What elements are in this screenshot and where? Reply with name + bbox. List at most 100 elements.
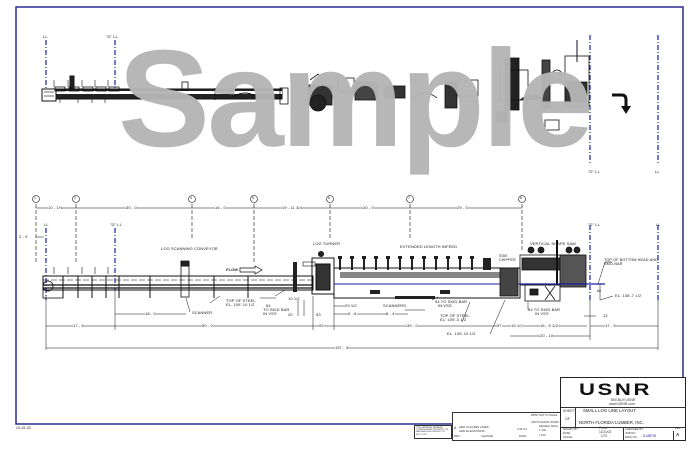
callout-el-mid: EL. 109'-10 1/2 [447, 331, 476, 336]
plan-ll-right-label: LL [655, 169, 660, 174]
station-8: 8 [520, 196, 523, 200]
callout-top-of-bottom-head: TOP OF BOTTOM HEAD AND SKID BAR [604, 258, 658, 266]
scale-label: SCALE [563, 435, 573, 439]
dim-10-half: 10 1/2 [288, 296, 300, 301]
station-6: 6 [328, 196, 331, 200]
callout-skid-bar-right-2: IN VSS [535, 311, 549, 316]
rev-desc-2: ADD ELEVATIONS [459, 429, 485, 433]
plan-ll-left-label: LL [43, 34, 48, 39]
station-5: 5 [252, 196, 255, 200]
label-vertical-shape-saw: VERTICAL SHAPE SAW [530, 241, 576, 246]
proprietary-note-box: THIS MATERIAL REMAINS CONFIDENTIAL PROPE… [414, 425, 452, 439]
callout-top-of-steel-mid-2: EL. 109'-3 1/2 [440, 317, 467, 322]
dim-17-6-right: 17 - 6 [605, 323, 616, 328]
change-col-header: CHANGE [481, 434, 493, 438]
elev-ll-left-label: LL [44, 222, 49, 227]
sheet-border [15, 6, 684, 425]
dim-15-half: 15 1/2 [511, 323, 523, 328]
callout-top-of-steel-left-2: EL. 109'-10 1/2 [226, 302, 255, 307]
plan-sawline-right-label: "D" LL [588, 169, 600, 174]
date-value: 11/21/03 [599, 430, 612, 434]
dwg-no-label: DWG NO. [625, 435, 638, 439]
label-flow: FLOW [226, 267, 239, 272]
station-4: 4 [190, 196, 193, 200]
dim-20-10: 20 - 10 [540, 333, 554, 338]
customer-name: NORTH FLORIDA LUMBER, INC. [579, 420, 644, 425]
dim-top-4: 19 - 11 3/4 [282, 205, 302, 210]
sample-watermark: Sample [118, 22, 594, 176]
dwg-no-value: D-M8726 [643, 434, 657, 438]
tol-a: ± .030 [539, 429, 546, 432]
proprietary-note: THIS MATERIAL REMAINS CONFIDENTIAL PROPE… [416, 427, 449, 436]
callout-skid-bar-right-1: 54 TO SKID BAR [528, 307, 561, 312]
company-website: www.USNR.com [609, 402, 635, 406]
title-block: USNR 800.BUY.USNR www.USNR.com SHEET OF … [560, 377, 686, 441]
dim-top-6: 29 - 0 [457, 205, 468, 210]
of-label: OF [565, 417, 570, 421]
dim-17-6-left: 17 - 6 [73, 323, 84, 328]
elevation-view [32, 195, 659, 350]
tol-decimal: DECIMAL [539, 425, 551, 428]
dim-left-vertical: 2 - 9 [19, 234, 28, 239]
dim-8-4: 8 - 4 [386, 311, 395, 316]
checked-by-label: CHECKED BY: [625, 427, 644, 431]
dim-92: 92 [319, 323, 324, 328]
dim-top-5: 20 - 0 [363, 205, 374, 210]
dim-top-2: 30 - 0 [126, 205, 137, 210]
drawn-by-value: Portel [599, 426, 608, 430]
tol-frac: FRAC. [551, 425, 559, 428]
callout-el-right: EL. 108'-7 1/2 [615, 293, 642, 298]
revision-block: A ADD COLUMN LINES ADD ELEVATIONS REV CH… [452, 412, 562, 441]
date-col-header: DATE [519, 434, 527, 438]
plan-sawline-left-label: "D" LL [106, 34, 118, 39]
tol-b: ± 1/16 [539, 434, 546, 437]
job-no-label: JOB NO. [625, 431, 637, 435]
callout-skid-bar-left-1: 54 [266, 303, 271, 308]
dim-39-0: 39 - 0 [407, 323, 418, 328]
callout-skid-bar-left-2: TO SKID BAR [263, 307, 290, 312]
callout-scanner: SCANNER [192, 310, 213, 315]
callout-skid-bar-mid-1: 54 TO SKID BAR [435, 299, 468, 304]
rev-col-header: REV [454, 434, 460, 438]
callout-scanners: SCANNERS [383, 303, 407, 308]
station-1: 1 [34, 196, 37, 200]
dim-20: 20 [288, 312, 293, 317]
dim-53: 53 [316, 312, 321, 317]
plan-view [41, 35, 659, 165]
usnr-logo: USNR [579, 380, 653, 399]
dim-18-0: 18 - 0 [145, 311, 156, 316]
elev-ll-right-label: LL [656, 222, 661, 227]
dim-9-6: 9 - 6 [348, 311, 357, 316]
rev-value: A [676, 432, 680, 437]
rev-label: REV [675, 427, 681, 430]
elev-sawline-left-label: "D" LL [110, 222, 122, 227]
dim-overall: 157 - 3 [335, 345, 349, 350]
callout-top-of-steel-mid-1: TOP OF STEEL [440, 313, 470, 318]
dim-16-5-half: 16 - 5 1/2 [540, 323, 558, 328]
sheet-label: SHEET [563, 409, 575, 413]
dim-12: 12 [603, 313, 608, 318]
callout-68: 68 [597, 289, 602, 293]
station-2: 2 [74, 196, 77, 200]
callout-skid-bar-left-3: IN VSS [263, 311, 277, 316]
rev-letter: A [454, 426, 457, 430]
rev-date: 4-21-04 [517, 427, 527, 431]
print-scale-note: PRINT NOT TO SCALE [531, 414, 558, 417]
footer-code: 10-26-03 [16, 426, 31, 430]
drawing-title: SMALL LOG LINE LAYOUT [583, 408, 637, 413]
label-side-chipper: SIDE CHIPPER [499, 254, 516, 262]
elev-sawline-right-label: "D" LL [588, 222, 600, 227]
dim-50-0: 50 - 0 [202, 323, 213, 328]
callout-skid-bar-mid-2: IN VSS [438, 303, 452, 308]
dim-29-half: 29 1/2 [345, 303, 357, 308]
station-7: 7 [408, 196, 411, 200]
tolerance-note: UNITS UNLESS NOTED [531, 421, 559, 424]
drawn-by-label: DRAWN BY: [563, 427, 579, 431]
dim-top-3: 16 - 0 [215, 205, 226, 210]
callout-top-of-steel-left-1: TOP OF STEEL [226, 298, 256, 303]
label-log-turner: LOG TURNER [313, 241, 341, 246]
dim-top-1: 10 - 1½ [48, 205, 63, 210]
scale-value: 1/72 [601, 434, 608, 438]
